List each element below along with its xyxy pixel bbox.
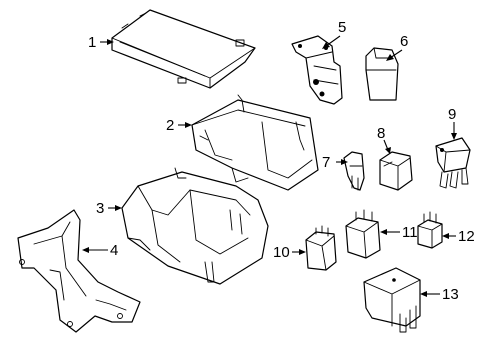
arrow-1: [107, 39, 114, 45]
callout-10: 10: [273, 244, 290, 261]
arrow-13: [420, 291, 427, 297]
arrow-7: [341, 159, 348, 165]
callout-6: 6: [400, 33, 408, 50]
arrow-9: [451, 133, 457, 140]
part-7-blade-fuse: [343, 151, 365, 191]
callout-9: 9: [448, 106, 456, 123]
callout-2: 2: [166, 117, 174, 134]
callout-7: 7: [322, 154, 330, 171]
callout-4: 4: [110, 242, 118, 259]
leader-lines: [82, 35, 457, 297]
callout-labels: 1 2 3 4 5 6 7 8 9 10 11 12 13: [88, 19, 475, 303]
part-10-relay: [305, 225, 337, 271]
arrow-10: [299, 249, 306, 255]
callout-11: 11: [402, 224, 418, 241]
callout-13: 13: [442, 286, 459, 303]
part-5-relay-bracket: [291, 35, 343, 105]
leader-5: [325, 35, 341, 47]
callout-1: 1: [88, 34, 96, 51]
callout-12: 12: [458, 228, 475, 245]
arrow-2: [185, 122, 192, 128]
arrow-3: [115, 205, 122, 211]
part-1-fuse-box-cover: [111, 9, 256, 89]
part-2-upper-tray: [191, 94, 319, 191]
part-12-micro-relay: [417, 211, 443, 249]
part-11-relay: [345, 209, 381, 259]
part-9-cartridge-fuse: [435, 137, 471, 189]
callout-5: 5: [338, 19, 346, 36]
callout-8: 8: [377, 125, 385, 142]
part-13-relay-box: [363, 267, 421, 333]
arrow-11: [380, 229, 387, 235]
arrow-4: [82, 247, 89, 253]
part-8-mini-relay: [379, 151, 413, 191]
part-3-housing: [121, 167, 269, 285]
arrow-5: [322, 42, 330, 49]
part-6-maxi-fuse: [365, 47, 399, 101]
arrow-12: [442, 233, 449, 239]
arrow-8: [385, 147, 391, 154]
callout-3: 3: [96, 200, 104, 217]
part-4-bracket: [17, 209, 141, 333]
arrow-6: [386, 54, 394, 61]
